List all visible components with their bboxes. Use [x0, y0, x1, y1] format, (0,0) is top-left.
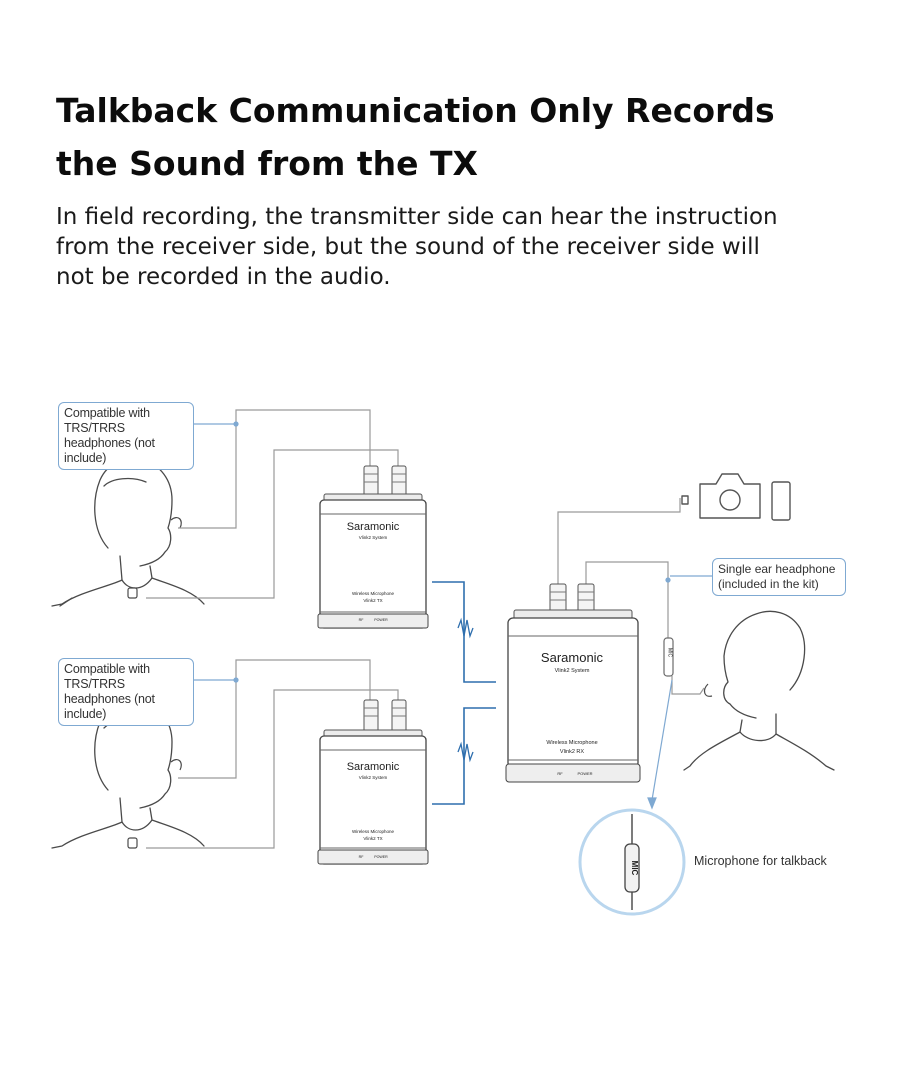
subtitle-line-3: not be recorded in the audio.: [56, 264, 391, 290]
tx-top-device: Saramonic Vlink2 System Wireless Microph…: [317, 465, 429, 629]
audio-cables: [146, 409, 705, 849]
callout-single-ear-line1: Single ear headphone: [718, 562, 836, 576]
callout-top-line2: headphones (not include): [64, 436, 155, 465]
svg-text:MIC: MIC: [667, 648, 673, 658]
callout-top-line1: Compatible with TRS/TRRS: [64, 406, 150, 435]
rx-device: Saramonic Vlink2 System Wireless Microph…: [505, 583, 641, 783]
page-subtitle: In field recording, the transmitter side…: [56, 202, 856, 292]
subtitle-line-1: In field recording, the transmitter side…: [56, 204, 778, 230]
tx-bottom-desc2: Vlink2 TX: [363, 836, 382, 841]
lavalier-mic-icon: [127, 837, 138, 849]
title-line-2: the Sound from the TX: [56, 144, 478, 183]
tx-top-rf: RF: [359, 618, 365, 622]
camera-icon: [681, 473, 761, 519]
person-icon: [51, 458, 205, 607]
callout-single-ear-line2: (included in the kit): [718, 577, 819, 591]
tx-bottom-rf: RF: [359, 855, 365, 859]
subtitle-line-2: from the receiver side, but the sound of…: [56, 234, 760, 260]
callout-bottom-line2: headphones (not include): [64, 692, 155, 721]
rx-desc1: Wireless Microphone: [546, 740, 597, 746]
callout-leaders: [192, 421, 714, 810]
earphone-icon: [170, 516, 182, 529]
lavalier-mic-icon: [127, 587, 138, 599]
tx-bottom-brand: Saramonic: [347, 761, 400, 773]
rx-system: Vlink2 System: [555, 668, 590, 674]
tx-top-brand: Saramonic: [347, 521, 400, 533]
talkback-mic-magnified: MIC: [578, 808, 686, 916]
tx-top-system: Vlink2 System: [359, 535, 388, 540]
tx-bottom-system: Vlink2 System: [359, 775, 388, 780]
rx-desc2: Vlink2 RX: [560, 749, 584, 755]
callout-talkback-mic: Microphone for talkback: [694, 854, 827, 868]
title-line-1: Talkback Communication Only Records: [56, 91, 775, 130]
rx-brand: Saramonic: [541, 650, 604, 665]
tx-bottom-desc1: Wireless Microphone: [352, 829, 395, 834]
tx-top-desc2: Vlink2 TX: [363, 598, 382, 603]
page-title: Talkback Communication Only Records the …: [56, 84, 856, 190]
tx-top-power: POWER: [374, 618, 388, 622]
inline-mic-icon: MIC: [663, 637, 674, 677]
earphone-icon: [170, 758, 182, 771]
tx-top-desc1: Wireless Microphone: [352, 591, 395, 596]
rx-power: POWER: [577, 771, 592, 776]
callout-single-ear-headphone: Single ear headphone (included in the ki…: [712, 558, 846, 596]
callout-bottom-headphones: Compatible with TRS/TRRS headphones (not…: [58, 658, 194, 726]
earphone-icon: [703, 683, 713, 697]
callout-bottom-line1: Compatible with TRS/TRRS: [64, 662, 150, 691]
callout-top-headphones: Compatible with TRS/TRRS headphones (not…: [58, 402, 194, 470]
talkback-mic-label: MIC: [630, 861, 639, 876]
wireless-signal-icon: [432, 581, 496, 805]
person-icon: [683, 610, 835, 771]
rx-rf: RF: [557, 771, 563, 776]
phone-icon: [771, 481, 791, 521]
tx-bottom-power: POWER: [374, 855, 388, 859]
tx-bottom-device: Saramonic Vlink2 System Wireless Microph…: [317, 699, 429, 865]
